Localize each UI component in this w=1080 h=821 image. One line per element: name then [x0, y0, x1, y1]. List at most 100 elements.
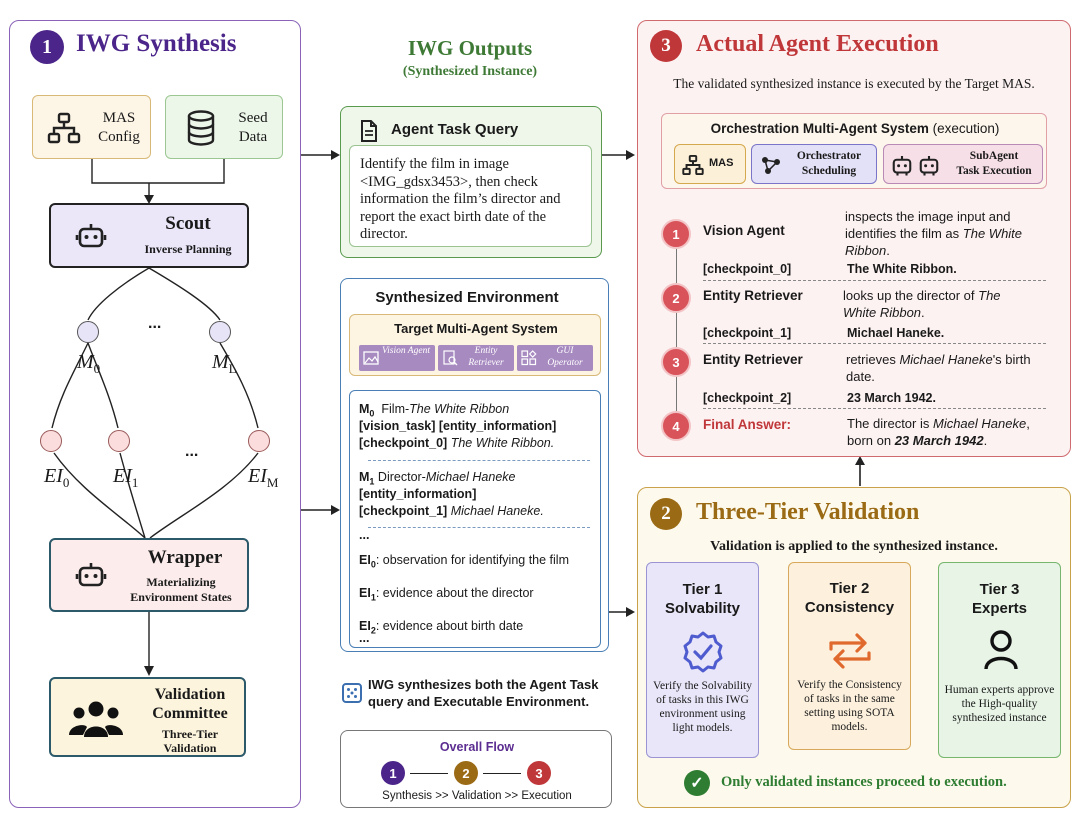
robot-icon — [75, 563, 107, 587]
group-users-icon — [69, 701, 123, 737]
orchestration-mas-box: Orchestration Multi-Agent System (execut… — [661, 113, 1047, 189]
step-3-description: retrieves Michael Haneke's birth date. — [846, 352, 1031, 384]
step-3-separator — [703, 408, 1046, 409]
orchestrator-chip: Orchestrator Scheduling — [751, 144, 877, 184]
step-1-checkpoint-value: The White Ribbon. — [847, 262, 957, 276]
iwg-outputs-title: IWG Outputs — [407, 36, 533, 60]
ei2-line: EI2: evidence about birth date — [359, 619, 524, 636]
synthesized-environment-title: Synthesized Environment — [375, 289, 559, 306]
tier-2-description: Verify the Consistency of tasks in the s… — [797, 679, 902, 733]
tier-1-description: Verify the Solvability of tasks in this … — [652, 680, 752, 734]
step-1-separator — [703, 280, 1046, 281]
validation-committee-title-2: Committee — [152, 705, 228, 722]
target-mas-title: Target Multi-Agent System — [394, 321, 558, 336]
network-nodes-icon — [762, 157, 780, 174]
step-3-agent: Entity Retriever — [703, 352, 803, 367]
tier-2-name: Consistency — [804, 599, 895, 616]
middle-ellipsis-1: ... — [359, 528, 370, 542]
synthesis-note: IWG synthesizes both the Agent Task quer… — [368, 677, 599, 709]
subagent-label-1: SubAgent — [969, 150, 1019, 162]
validation-subtitle: Validation is applied to the synthesized… — [710, 539, 998, 554]
validation-committee-title-1: Validation — [154, 686, 226, 703]
final-answer-text: The director is Michael Haneke, born on … — [847, 416, 1030, 448]
robot-icon — [892, 156, 912, 176]
eim-node — [248, 430, 270, 452]
step-3-marker: 3 — [661, 347, 691, 377]
wrapper-subtitle-2: Environment States — [130, 590, 232, 604]
m0-label: M0 — [77, 351, 101, 376]
target-mas-box: Target Multi-Agent System Vision Agent E… — [349, 314, 601, 376]
database-icon — [187, 110, 215, 146]
agent-task-query-panel: Agent Task Query Identify the film in im… — [340, 106, 602, 258]
ei1-label: EI1 — [113, 465, 139, 490]
orchestrator-label-1: Orchestrator — [796, 150, 862, 162]
validation-committee-sub-2: Validation — [163, 741, 217, 755]
middle-ellipsis-2: ... — [359, 631, 370, 645]
flow-connector-2 — [483, 773, 521, 774]
step-1-checkpoint: [checkpoint_0] — [703, 262, 792, 276]
wrapper-title: Wrapper — [147, 547, 223, 568]
entity-retriever-chip-label: Entity Retriever — [468, 346, 504, 368]
step-2-marker: 2 — [661, 283, 691, 313]
robot-icon — [919, 156, 939, 176]
swap-arrows-icon — [829, 633, 871, 669]
flow-connector-1 — [410, 773, 448, 774]
agent-task-query-text: Identify the film in image <IMG_gdsx3453… — [360, 156, 561, 242]
wrapper-subtitle-1: Materializing — [146, 575, 216, 589]
overall-flow-title: Overall Flow — [439, 740, 515, 754]
separator-1 — [368, 460, 590, 461]
synthesis-tree-lines — [51, 159, 259, 676]
wrapper-box: Wrapper Materializing Environment States — [49, 538, 249, 612]
step-1-agent: Vision Agent — [703, 223, 785, 238]
separator-2 — [368, 527, 590, 528]
tier-1-name: Solvability — [664, 600, 741, 617]
seed-data-label: Seed Data — [238, 110, 268, 145]
flow-step-3: 3 — [527, 761, 551, 785]
tier-2-label: Tier 2 — [829, 580, 870, 597]
subagent-label-2: Task Execution — [956, 165, 1032, 177]
tier-3-label: Tier 3 — [979, 581, 1020, 598]
agent-execution-panel — [637, 20, 1071, 457]
m1-tags-line: [entity_information] — [359, 487, 477, 501]
dice-dots-icon — [347, 688, 357, 698]
ei0-label: EI0 — [44, 465, 70, 490]
m0-film-line: M0 Film-The White Ribbon — [359, 402, 510, 419]
synthesized-environment-panel: Synthesized Environment Target Multi-Age… — [340, 278, 609, 652]
hierarchy-icon — [47, 112, 81, 144]
scout-subtitle: Inverse Planning — [144, 242, 232, 256]
tier-2-card: Tier 2 Consistency Verify the Consistenc… — [788, 562, 911, 750]
subagent-chip: SubAgent Task Execution — [883, 144, 1043, 184]
widgets-icon — [521, 350, 537, 366]
step-1-description: inspects the image input and identifies … — [845, 209, 1023, 258]
ei1-node — [108, 430, 130, 452]
person-icon — [984, 630, 1018, 670]
m1-director-line: M1 Director-Michael Haneke — [359, 470, 516, 487]
tier-3-name: Experts — [971, 600, 1028, 617]
step-4-marker: 4 — [661, 411, 691, 441]
mas-chip-label: MAS — [709, 157, 734, 169]
step-1-marker: 1 — [661, 219, 691, 249]
step-2-checkpoint-value: Michael Haneke. — [847, 326, 945, 340]
mas-config-box: MAS Config — [32, 95, 151, 159]
step-3-checkpoint: [checkpoint_2] — [703, 391, 792, 405]
vision-agent-chip-label: Vision Agent — [382, 346, 430, 356]
step-2-checkpoint: [checkpoint_1] — [703, 326, 792, 340]
tier-3-description: Human experts approve the High-quality s… — [944, 684, 1055, 724]
vision-agent-chip: Vision Agent — [359, 345, 435, 371]
flow-step-2: 2 — [454, 761, 478, 785]
m-ellipsis: ... — [148, 315, 162, 332]
step-2-agent: Entity Retriever — [703, 288, 803, 303]
ei1-line: EI1: evidence about the director — [359, 586, 534, 603]
hierarchy-icon — [682, 154, 704, 176]
ei0-line: EI0: observation for identifying the fil… — [359, 553, 569, 570]
section-number-3: 3 — [650, 30, 682, 62]
validation-committee-box: Validation Committee Three-Tier Validati… — [49, 677, 246, 757]
orchestrator-label-2: Scheduling — [801, 165, 857, 177]
image-icon — [363, 351, 379, 365]
execution-title: Actual Agent Execution — [696, 31, 939, 57]
m0-checkpoint-line: [checkpoint_0] The White Ribbon. — [359, 436, 555, 450]
ml-node — [209, 321, 231, 343]
tier-3-card: Tier 3 Experts Human experts approve the… — [938, 562, 1061, 758]
flow-step-1: 1 — [381, 761, 405, 785]
validation-footer: Only validated instances proceed to exec… — [721, 774, 1007, 790]
